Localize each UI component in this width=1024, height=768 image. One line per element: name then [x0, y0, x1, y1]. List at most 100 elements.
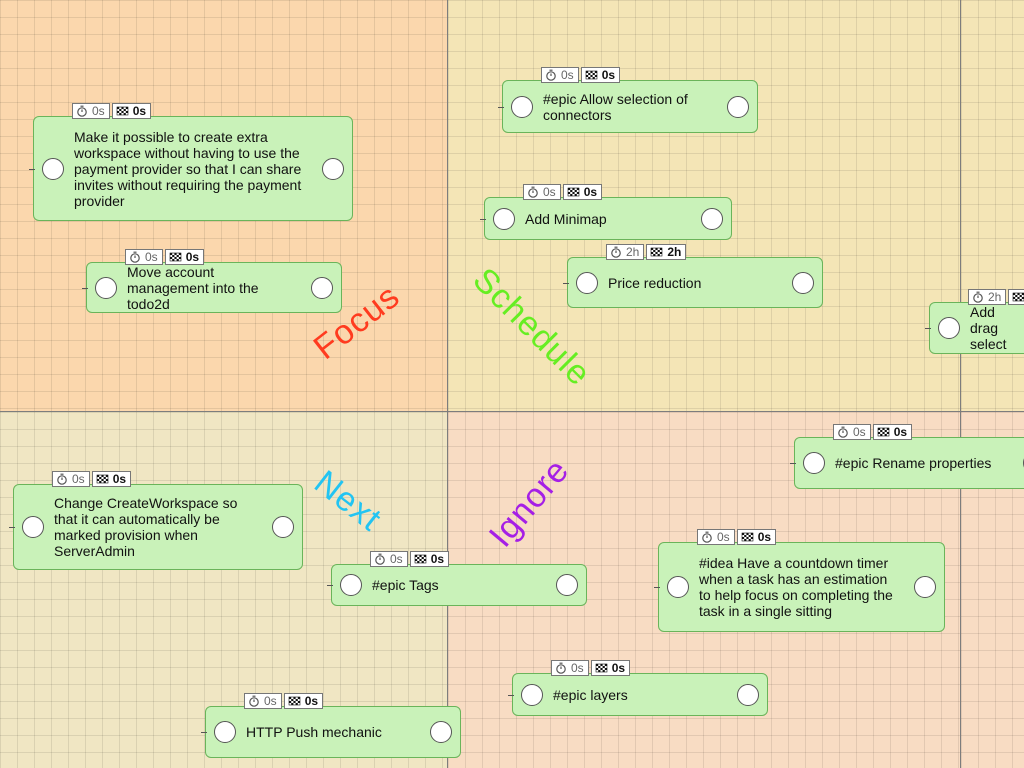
- checkered-flag-icon: [96, 473, 109, 485]
- connector-handle-in[interactable]: [340, 574, 362, 596]
- connector-stub: [201, 732, 207, 733]
- checkered-flag-icon: [288, 695, 301, 707]
- connector-handle-out[interactable]: [430, 721, 452, 743]
- connector-handle-out[interactable]: [792, 271, 814, 294]
- connector-stub: [327, 585, 333, 586]
- time-spent-badge: 2h: [606, 244, 645, 260]
- task-card[interactable]: Make it possible to create extra workspa…: [29, 103, 353, 221]
- connector-handle-in[interactable]: [42, 157, 64, 180]
- vertical-divider-right: [960, 0, 961, 768]
- estimate-value: 0s: [601, 68, 616, 82]
- connector-stub: [925, 328, 931, 329]
- time-spent-value: 0s: [390, 552, 403, 566]
- time-spent-value: 0s: [571, 661, 584, 675]
- connector-handle-out[interactable]: [311, 276, 333, 299]
- connector-handle-out[interactable]: [727, 95, 749, 118]
- connector-stub: [480, 218, 486, 220]
- checkered-flag-icon: [877, 426, 890, 438]
- checkered-flag-icon: [567, 186, 580, 198]
- stopwatch-icon: [837, 426, 849, 438]
- checkered-flag-icon: [414, 553, 427, 565]
- time-badges: 0s 0s: [370, 551, 450, 567]
- estimate-badge: [1008, 289, 1024, 305]
- estimate-badge: 2h: [646, 244, 687, 260]
- time-spent-badge: 0s: [52, 471, 90, 487]
- task-text: HTTP Push mechanic: [246, 724, 382, 740]
- estimate-value: 0s: [893, 425, 908, 439]
- stopwatch-icon: [76, 105, 88, 117]
- task-text: Change CreateWorkspace so that it can au…: [54, 495, 238, 559]
- checkered-flag-icon: [169, 251, 182, 263]
- time-badges: 2h: [968, 289, 1024, 305]
- connector-stub: [29, 168, 35, 170]
- time-spent-badge: 0s: [523, 184, 561, 200]
- stopwatch-icon: [527, 186, 539, 198]
- task-card[interactable]: #idea Have a countdown timer when a task…: [654, 529, 945, 632]
- time-spent-value: 2h: [626, 245, 640, 259]
- task-card[interactable]: Change CreateWorkspace so that it can au…: [9, 471, 303, 570]
- stopwatch-icon: [972, 291, 984, 303]
- horizontal-divider: [0, 411, 1024, 412]
- estimate-value: 0s: [757, 530, 772, 544]
- task-text: Add Minimap: [525, 210, 607, 227]
- connector-handle-in[interactable]: [521, 683, 543, 706]
- task-card[interactable]: #epic layers 0s 0s: [508, 660, 768, 716]
- connector-handle-out[interactable]: [737, 683, 759, 706]
- connector-stub: [9, 527, 15, 528]
- connector-handle-in[interactable]: [95, 276, 117, 299]
- connector-handle-out[interactable]: [701, 207, 723, 230]
- time-badges: 0s 0s: [72, 103, 152, 119]
- connector-handle-in[interactable]: [22, 516, 44, 538]
- connector-handle-in[interactable]: [511, 95, 533, 118]
- stopwatch-icon: [701, 531, 713, 543]
- connector-handle-in[interactable]: [576, 271, 598, 294]
- estimate-badge: 0s: [283, 693, 324, 709]
- task-text: #epic layers: [553, 686, 628, 703]
- connector-handle-out[interactable]: [556, 574, 578, 596]
- connector-stub: [563, 282, 569, 284]
- time-spent-value: 0s: [145, 250, 158, 264]
- estimate-value: 0s: [611, 661, 626, 675]
- stopwatch-icon: [610, 246, 622, 258]
- connector-handle-in[interactable]: [803, 452, 825, 474]
- estimate-value: 0s: [132, 104, 147, 118]
- stopwatch-icon: [56, 473, 68, 485]
- time-spent-badge: 0s: [551, 660, 589, 676]
- time-spent-badge: 0s: [370, 551, 408, 567]
- stopwatch-icon: [248, 695, 260, 707]
- time-badges: 0s 0s: [833, 424, 913, 440]
- connector-handle-out[interactable]: [322, 157, 344, 180]
- connector-handle-in[interactable]: [667, 576, 689, 598]
- task-card[interactable]: Add Minimap 0s 0s: [480, 184, 732, 240]
- connector-handle-in[interactable]: [938, 317, 960, 339]
- time-spent-value: 0s: [853, 425, 866, 439]
- time-spent-value: 0s: [543, 185, 556, 199]
- time-spent-value: 0s: [717, 530, 730, 544]
- stopwatch-icon: [374, 553, 386, 565]
- connector-stub: [498, 106, 504, 108]
- time-spent-badge: 0s: [72, 103, 110, 119]
- stopwatch-icon: [555, 662, 567, 674]
- estimate-badge: 0s: [562, 184, 603, 200]
- estimate-value: 0s: [430, 552, 445, 566]
- time-badges: 0s 0s: [697, 529, 777, 545]
- estimate-value: 0s: [304, 694, 319, 708]
- connector-handle-out[interactable]: [272, 516, 294, 538]
- connector-handle-in[interactable]: [493, 207, 515, 230]
- checkered-flag-icon: [650, 246, 663, 258]
- time-badges: 0s 0s: [551, 660, 631, 676]
- connector-handle-out[interactable]: [914, 576, 936, 598]
- time-spent-value: 0s: [72, 472, 85, 486]
- connector-stub: [508, 694, 514, 696]
- connector-handle-in[interactable]: [214, 721, 236, 743]
